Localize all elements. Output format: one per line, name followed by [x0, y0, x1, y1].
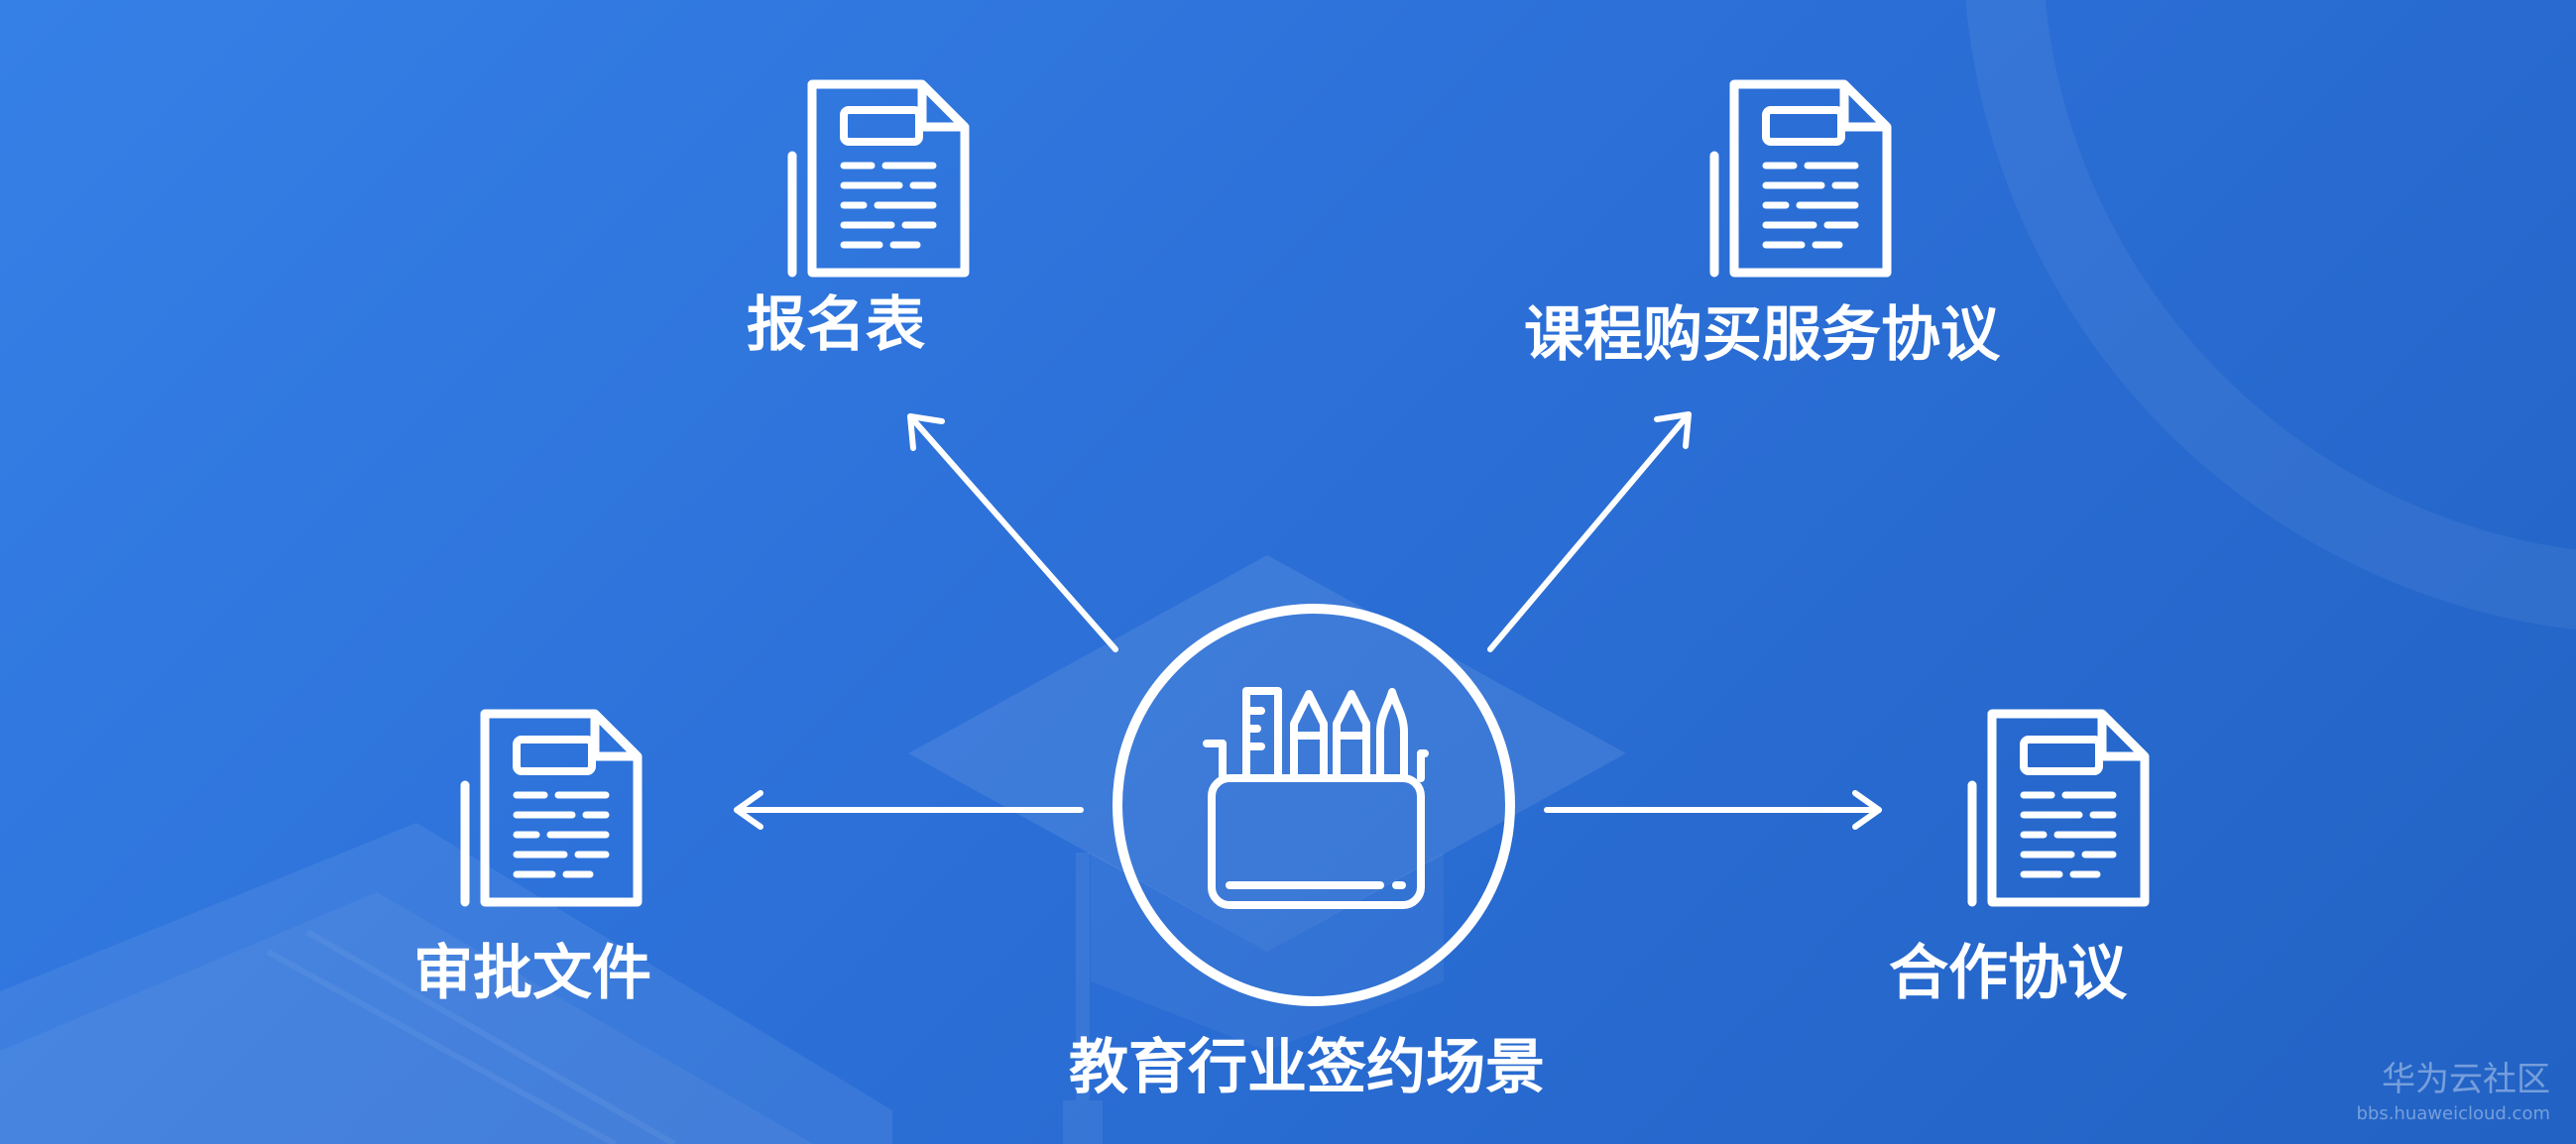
- center-label: 教育行业签约场景: [1069, 1033, 1545, 1102]
- arrow-to-left: [734, 790, 1084, 830]
- pencil-cup-icon: [1203, 687, 1429, 909]
- arrow-to-right: [1544, 790, 1882, 830]
- document-icon: [1714, 84, 1887, 273]
- branch-label-cooperation-agreement: 合作协议: [1889, 939, 2127, 1008]
- branch-label-course-purchase-agreement: 课程购买服务协议: [1524, 300, 2000, 370]
- document-icon: [465, 714, 638, 902]
- branch-label-registration-form: 报名表: [747, 290, 925, 360]
- center-node: [1112, 604, 1515, 1006]
- document-icon: [792, 84, 965, 273]
- watermark-url: bbs.huaweicloud.com: [2356, 1103, 2550, 1124]
- document-icon: [1972, 714, 2145, 902]
- branch-label-approval-documents: 审批文件: [413, 939, 651, 1008]
- watermark-title: 华为云社区: [2382, 1060, 2550, 1099]
- arrow-to-top-right: [1487, 411, 1692, 652]
- arrow-to-top-left: [907, 413, 1118, 652]
